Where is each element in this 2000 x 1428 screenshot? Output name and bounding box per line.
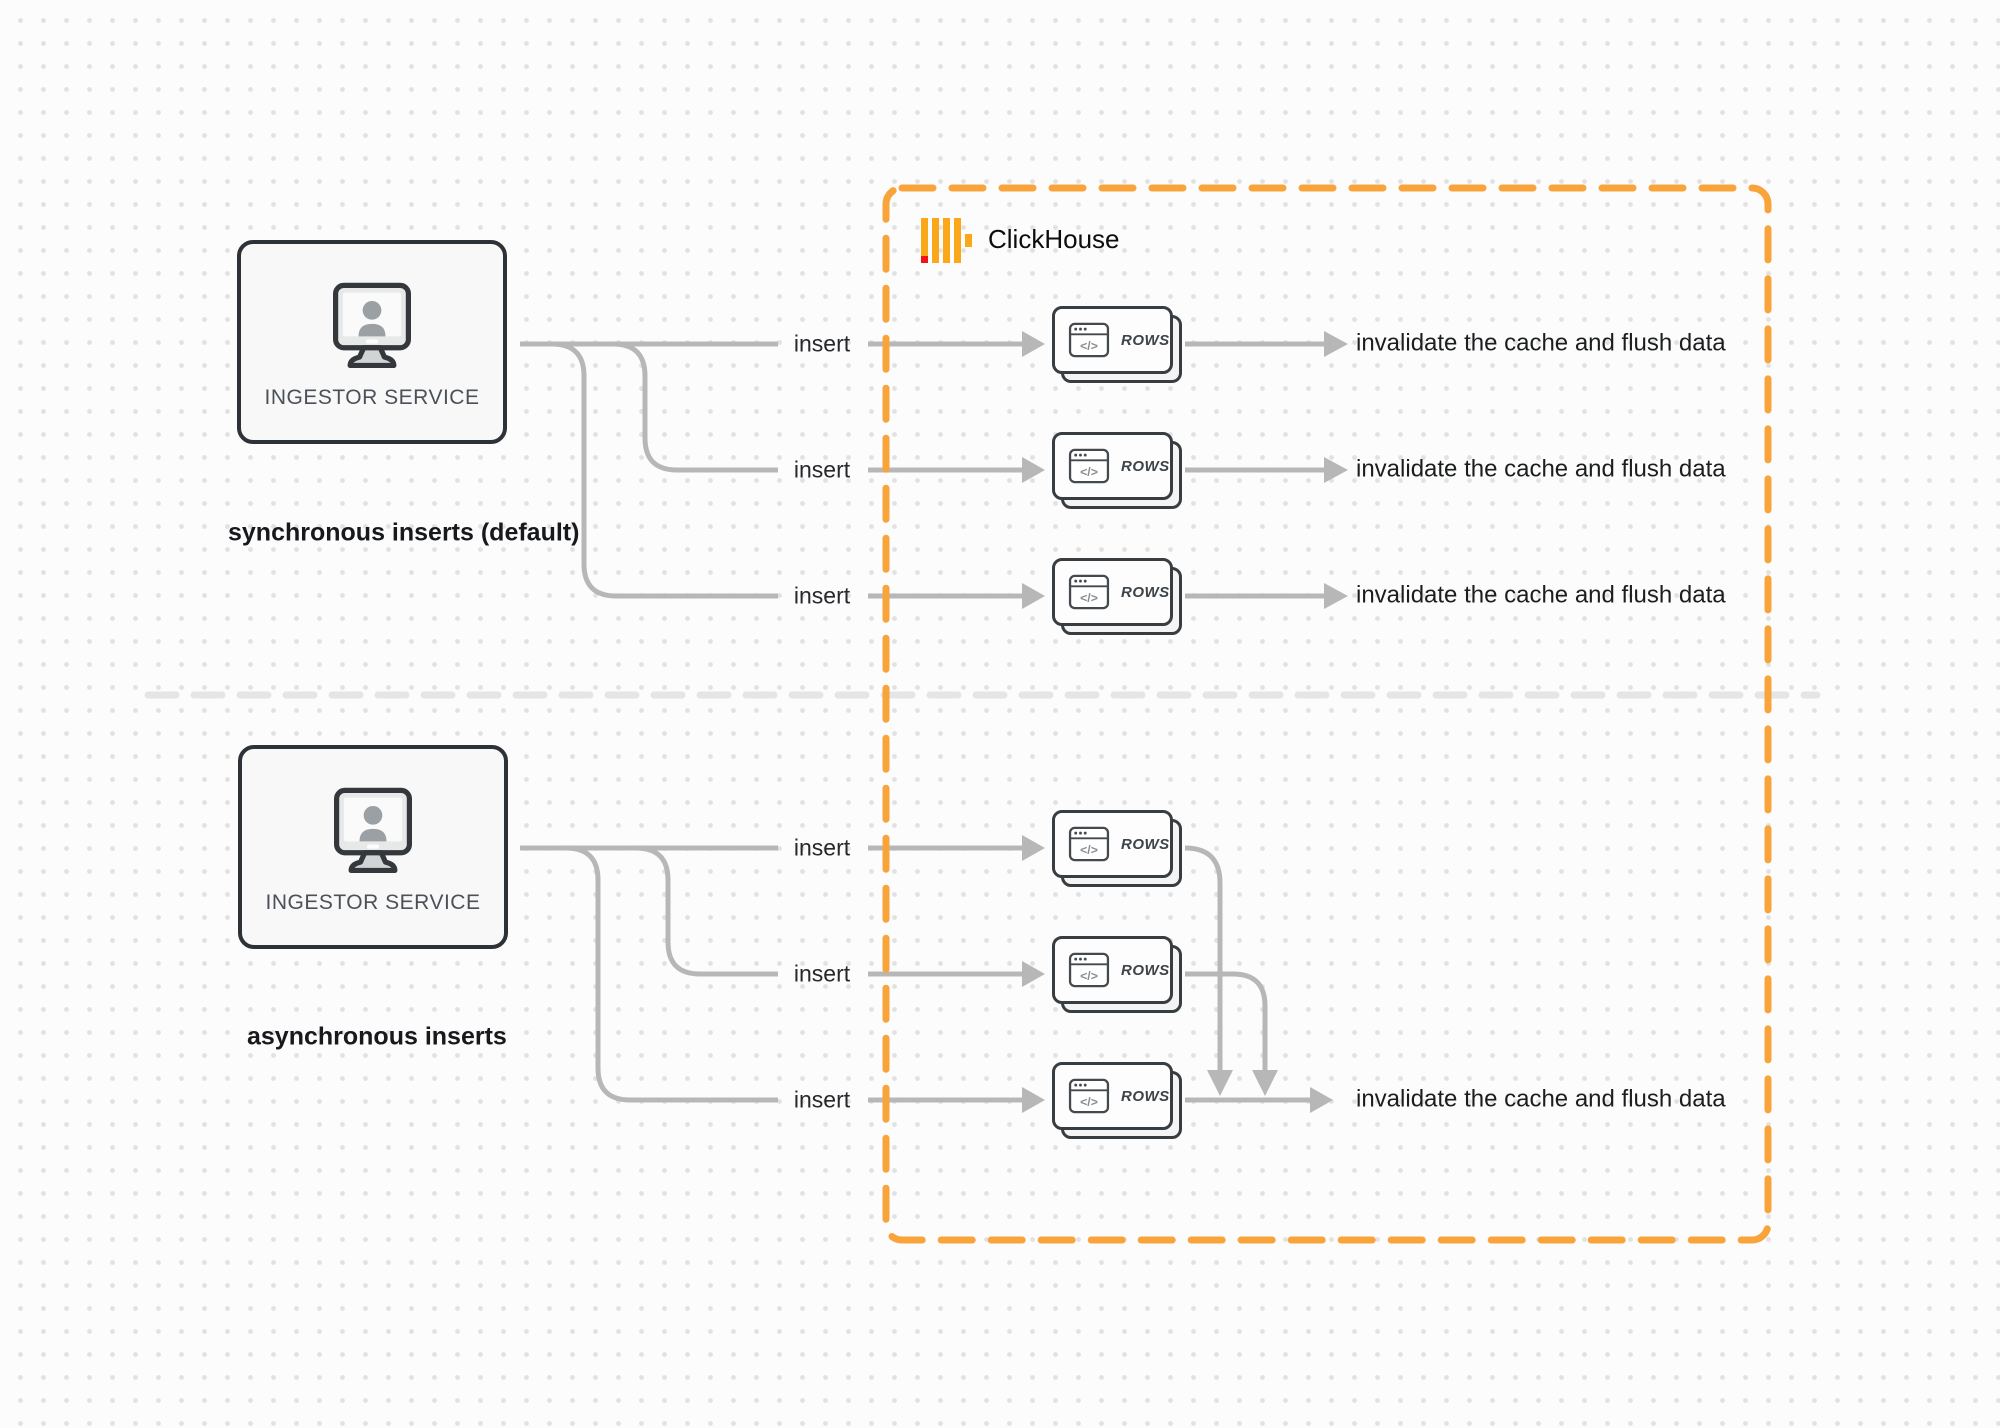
rows-label: ROWS — [1121, 583, 1170, 601]
code-glyph: </> — [1080, 969, 1098, 983]
arrowhead — [1022, 835, 1045, 861]
async-branch-to-row2 — [635, 845, 778, 977]
arrowhead — [1324, 331, 1348, 357]
code-window-icon: </> — [1068, 448, 1110, 484]
monitor-user-icon — [333, 282, 411, 369]
rows-node: </> ROWS — [1052, 306, 1182, 383]
code-glyph: </> — [1080, 843, 1098, 857]
arrowhead — [1324, 457, 1348, 483]
arrowhead — [1022, 331, 1045, 357]
code-glyph: </> — [1080, 1095, 1098, 1109]
monitor-user-icon — [334, 787, 412, 874]
code-window-icon: </> — [1068, 1078, 1110, 1114]
arrowhead — [1310, 1087, 1333, 1113]
code-glyph: </> — [1080, 339, 1098, 353]
sync-caption: synchronous inserts (default) — [228, 518, 580, 547]
insert-label: insert — [793, 456, 851, 483]
ingestor-service-label: INGESTOR SERVICE — [265, 891, 481, 914]
rows-node: </> ROWS — [1052, 1062, 1182, 1139]
insert-label: insert — [793, 960, 851, 987]
code-window-icon: </> — [1068, 826, 1110, 862]
code-glyph: </> — [1080, 465, 1098, 479]
rows-label: ROWS — [1121, 1087, 1170, 1105]
rows-card-front: </> ROWS — [1052, 432, 1173, 500]
rows-node: </> ROWS — [1052, 432, 1182, 509]
arrowhead-down — [1252, 1070, 1278, 1096]
sync-branch-to-row3 — [551, 341, 778, 599]
async-branch-to-row3 — [565, 845, 778, 1103]
async-merge-line-2 — [1185, 971, 1268, 1070]
ingestor-service-box-async: INGESTOR SERVICE — [238, 745, 508, 949]
result-label: invalidate the cache and flush data — [1356, 455, 1726, 483]
rows-card-front: </> ROWS — [1052, 558, 1173, 626]
arrowhead — [1022, 1087, 1045, 1113]
code-window-icon: </> — [1068, 322, 1110, 358]
rows-card-front: </> ROWS — [1052, 1062, 1173, 1130]
result-label: invalidate the cache and flush data — [1356, 581, 1726, 609]
rows-label: ROWS — [1121, 961, 1170, 979]
code-glyph: </> — [1080, 591, 1098, 605]
rows-card-front: </> ROWS — [1052, 810, 1173, 878]
arrowhead — [1022, 961, 1045, 987]
rows-card-front: </> ROWS — [1052, 936, 1173, 1004]
result-label: invalidate the cache and flush data — [1356, 1085, 1726, 1113]
insert-label: insert — [793, 834, 851, 861]
result-label: invalidate the cache and flush data — [1356, 329, 1726, 357]
ingestor-service-box-sync: INGESTOR SERVICE — [237, 240, 507, 444]
rows-label: ROWS — [1121, 331, 1170, 349]
arrowhead — [1022, 583, 1045, 609]
arrowhead — [1324, 583, 1348, 609]
insert-label: insert — [793, 1086, 851, 1113]
sync-branch-to-row2 — [612, 341, 778, 473]
rows-node: </> ROWS — [1052, 558, 1182, 635]
code-window-icon: </> — [1068, 574, 1110, 610]
clickhouse-boundary — [882, 184, 1772, 1244]
rows-card-front: </> ROWS — [1052, 306, 1173, 374]
rows-label: ROWS — [1121, 835, 1170, 853]
arrowhead-down — [1207, 1070, 1233, 1096]
insert-label: insert — [793, 582, 851, 609]
rows-node: </> ROWS — [1052, 936, 1182, 1013]
ingestor-service-label: INGESTOR SERVICE — [264, 386, 480, 409]
clickhouse-wordmark: ClickHouse — [988, 223, 1120, 254]
clickhouse-logo-icon — [921, 218, 972, 263]
code-window-icon: </> — [1068, 952, 1110, 988]
async-merge-line-1 — [1184, 845, 1223, 1070]
async-caption: asynchronous inserts — [247, 1022, 507, 1051]
rows-node: </> ROWS — [1052, 810, 1182, 887]
arrowhead — [1022, 457, 1045, 483]
insert-label: insert — [793, 330, 851, 357]
rows-label: ROWS — [1121, 457, 1170, 475]
